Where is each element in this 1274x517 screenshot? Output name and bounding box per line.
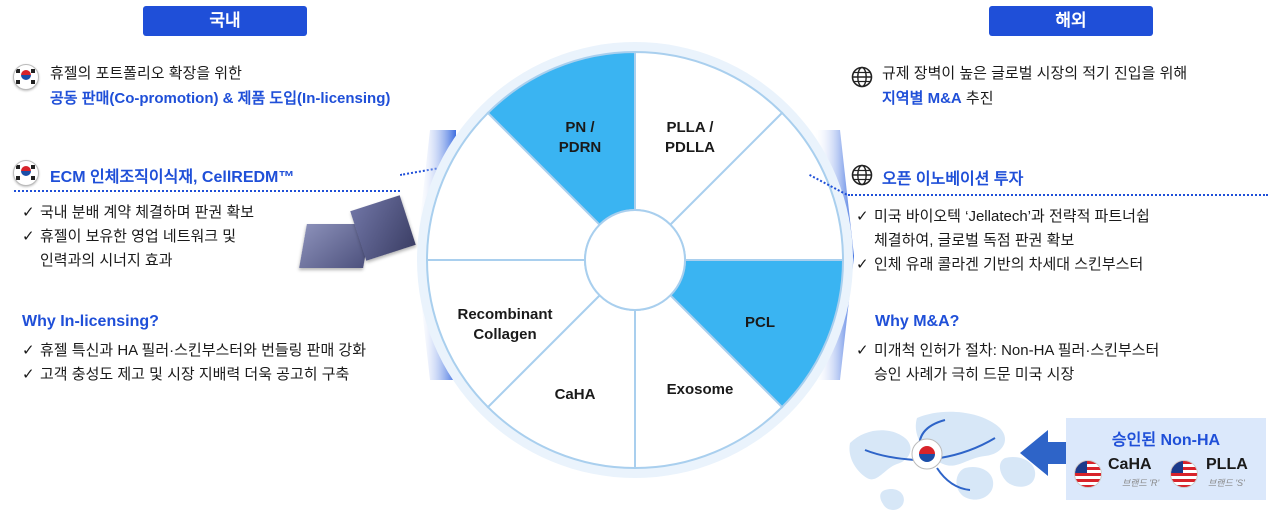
segment-plla-label: PLLA /PDLLA xyxy=(665,119,715,156)
approved-non-ha-panel: 승인된 Non-HA CaHA 브랜드 'R' PLLA 브랜드 'S' xyxy=(1066,418,1266,500)
why-inlicensing-bullet: ✓고객 충성도 제고 및 시장 지배력 더욱 공고히 구축 xyxy=(22,366,350,383)
us-flag-icon xyxy=(1170,460,1198,488)
why-ma-heading: Why M&A? xyxy=(875,313,960,330)
oi-bullet: ✓인체 유래 콜라겐 기반의 차세대 스킨부스터 xyxy=(856,256,1144,273)
approved-item-brand: 브랜드 'S' xyxy=(1208,478,1245,488)
oi-bullet: ✓미국 바이오텍 ‘Jellatech’과 전략적 파트너쉽 xyxy=(856,208,1150,225)
segment-caha-label: CaHA xyxy=(554,386,596,403)
us-flag-icon xyxy=(1074,460,1102,488)
korea-flag-icon xyxy=(13,160,39,186)
overseas-title-pill: 해외 xyxy=(989,6,1153,36)
divider-dotted xyxy=(848,194,1268,196)
globe-icon xyxy=(851,66,873,88)
open-innovation-heading: 오픈 이노베이션 투자 xyxy=(882,171,1024,188)
divider-dotted xyxy=(14,190,400,192)
domestic-intro-line2: 공동 판매(Co-promotion) & 제품 도입(In-licensing… xyxy=(50,90,391,107)
approved-title: 승인된 Non-HA xyxy=(1111,432,1221,449)
overseas-intro-line1: 규제 장벽이 높은 글로벌 시장의 적기 진입을 위해 xyxy=(882,65,1188,82)
wheel-center xyxy=(584,209,686,311)
segment-pcl-label: PCL xyxy=(745,314,775,331)
ecm-heading: ECM 인체조직이식재, CellREDM™ xyxy=(50,169,295,186)
domestic-intro-line1: 휴젤의 포트폴리오 확장을 위한 xyxy=(50,65,242,82)
ecm-bullet-continuation: 인력과의 시너지 효과 xyxy=(40,252,173,269)
approved-arrow xyxy=(1020,430,1080,476)
oi-bullet-continuation: 체결하여, 글로벌 독점 판권 확보 xyxy=(874,232,1075,249)
cellredm-product-image xyxy=(299,195,416,270)
approved-item-name: PLLA xyxy=(1206,456,1248,473)
ecm-bullet: ✓국내 분배 계약 체결하며 판권 확보 xyxy=(22,204,255,221)
product-wheel xyxy=(416,42,854,478)
globe-icon xyxy=(851,164,873,186)
domestic-title-pill: 국내 xyxy=(143,6,307,36)
overseas-intro-line2: 지역별 M&A 추진 xyxy=(882,90,994,107)
why-ma-bullet-continuation: 승인 사례가 극히 드문 미국 시장 xyxy=(874,366,1075,383)
ecm-bullet: ✓휴젤이 보유한 영업 네트워크 및 xyxy=(22,228,237,245)
approved-item-name: CaHA xyxy=(1108,456,1152,473)
approved-item-brand: 브랜드 'R' xyxy=(1122,478,1160,488)
korea-flag-icon xyxy=(13,64,39,90)
why-ma-bullet: ✓미개척 인허가 절차: Non-HA 필러·스킨부스터 xyxy=(856,342,1160,359)
segment-exosome-label: Exosome xyxy=(666,381,734,398)
why-inlicensing-bullet: ✓휴젤 특신과 HA 필러·스킨부스터와 번들링 판매 강화 xyxy=(22,342,367,359)
why-inlicensing-heading: Why In-licensing? xyxy=(22,313,159,330)
world-map-image xyxy=(849,411,1036,510)
segment-pn-label: PN /PDRN xyxy=(558,119,602,156)
